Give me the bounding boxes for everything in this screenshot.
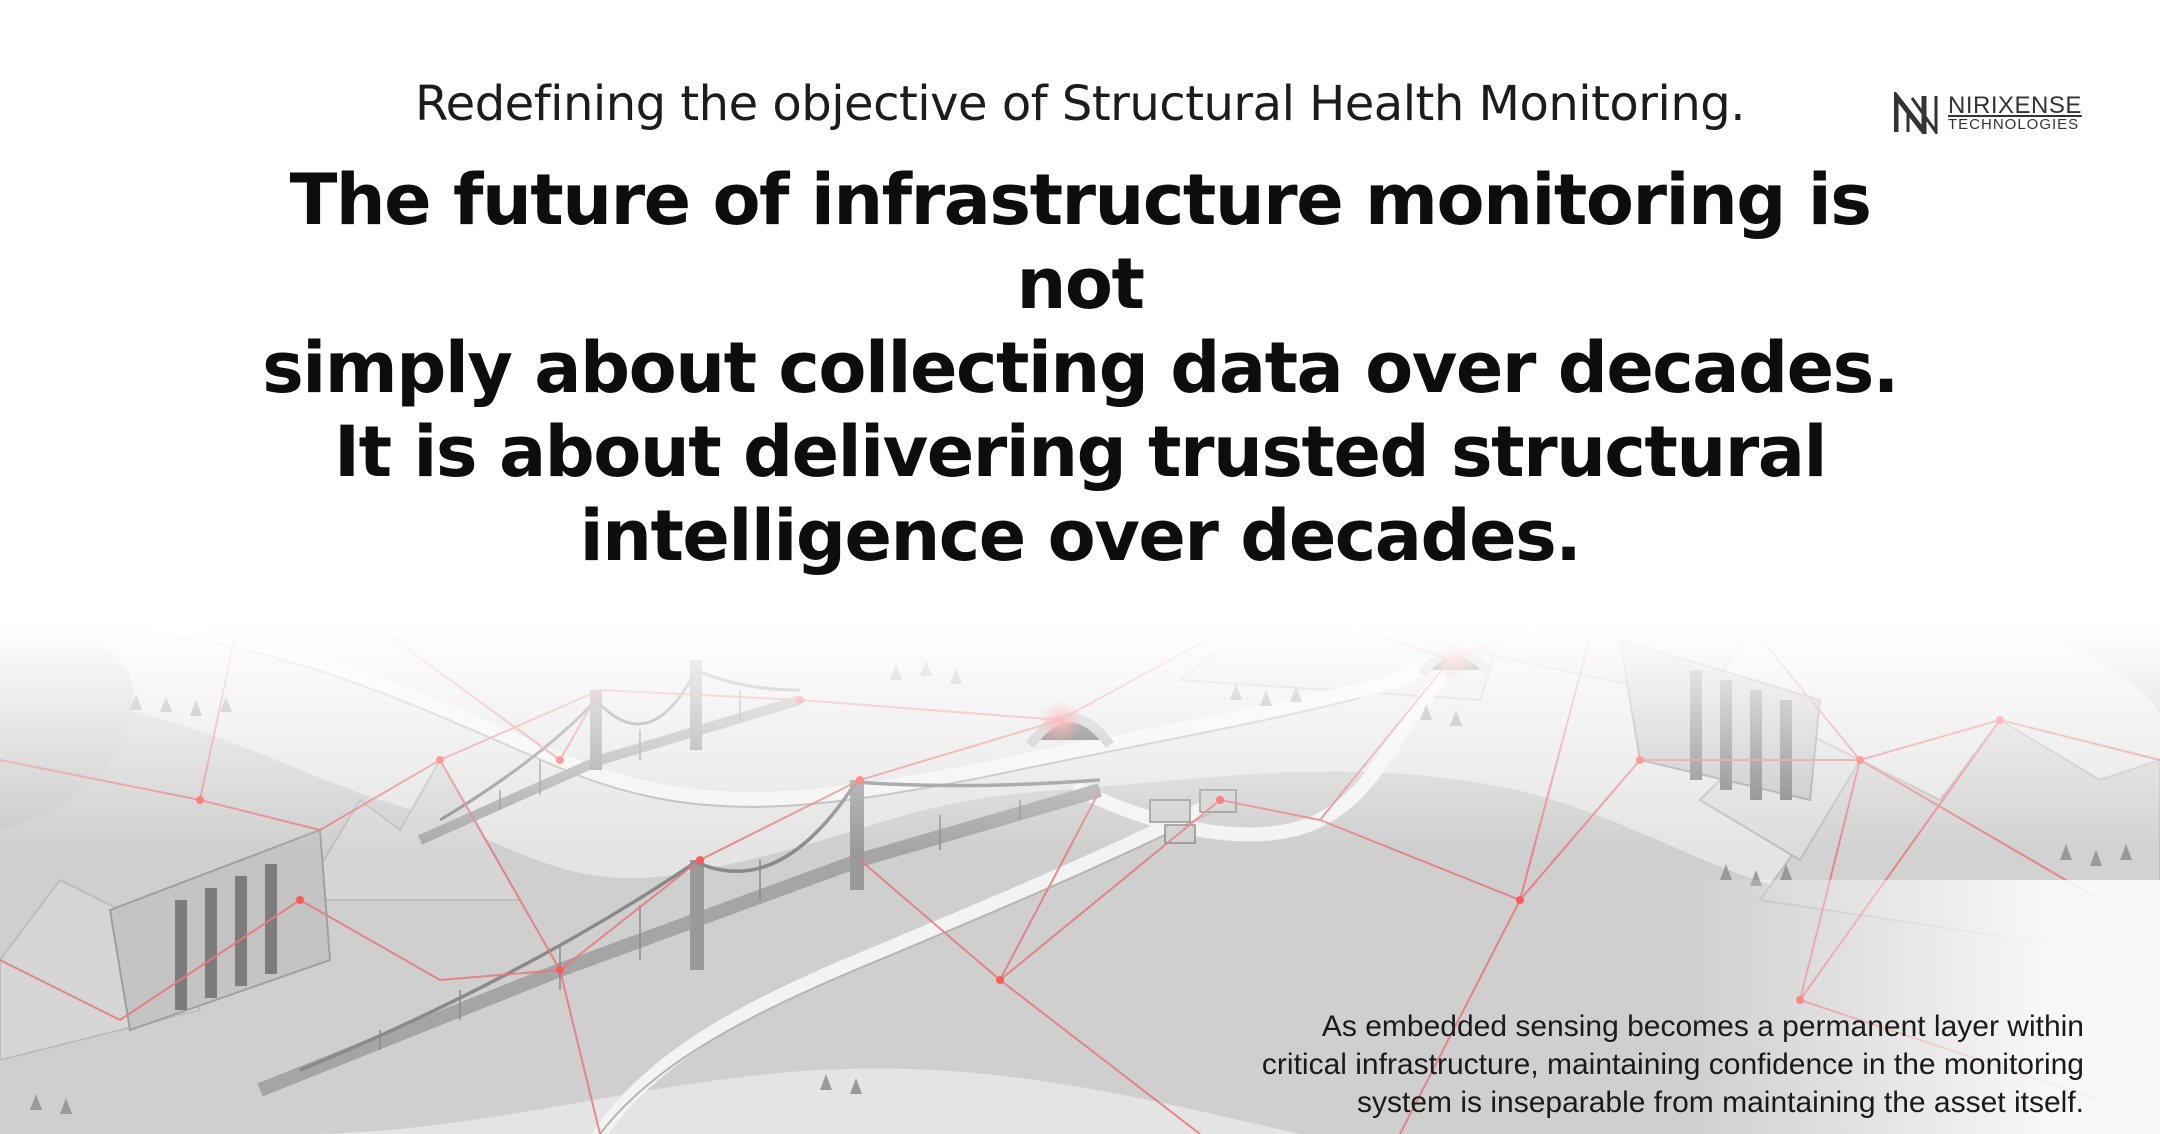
headline-line: The future of infrastructure monitoring … (289, 159, 1872, 325)
nirixense-n-logo-icon (1894, 92, 1938, 134)
headline-line: It is about delivering trusted structura… (334, 411, 1827, 493)
caption: As embedded sensing becomes a permanent … (1200, 1008, 2084, 1122)
headline: The future of infrastructure monitoring … (230, 158, 1930, 578)
headline-line: intelligence over decades. (579, 495, 1582, 577)
logo-name: NIRIXENSE (1948, 92, 2082, 119)
subtitle: Redefining the objective of Structural H… (414, 76, 1746, 132)
headline-line: simply about collecting data over decade… (262, 327, 1899, 409)
caption-fade (1100, 880, 2160, 1134)
logo-subname: TECHNOLOGIES (1948, 116, 2080, 133)
caption-line: critical infrastructure, maintaining con… (1261, 1048, 2084, 1081)
caption-line: system is inseparable from maintaining t… (1357, 1086, 2084, 1119)
caption-line: As embedded sensing becomes a permanent … (1321, 1010, 2084, 1043)
brand-logo: NIRIXENSE TECHNOLOGIES (1894, 92, 2104, 136)
